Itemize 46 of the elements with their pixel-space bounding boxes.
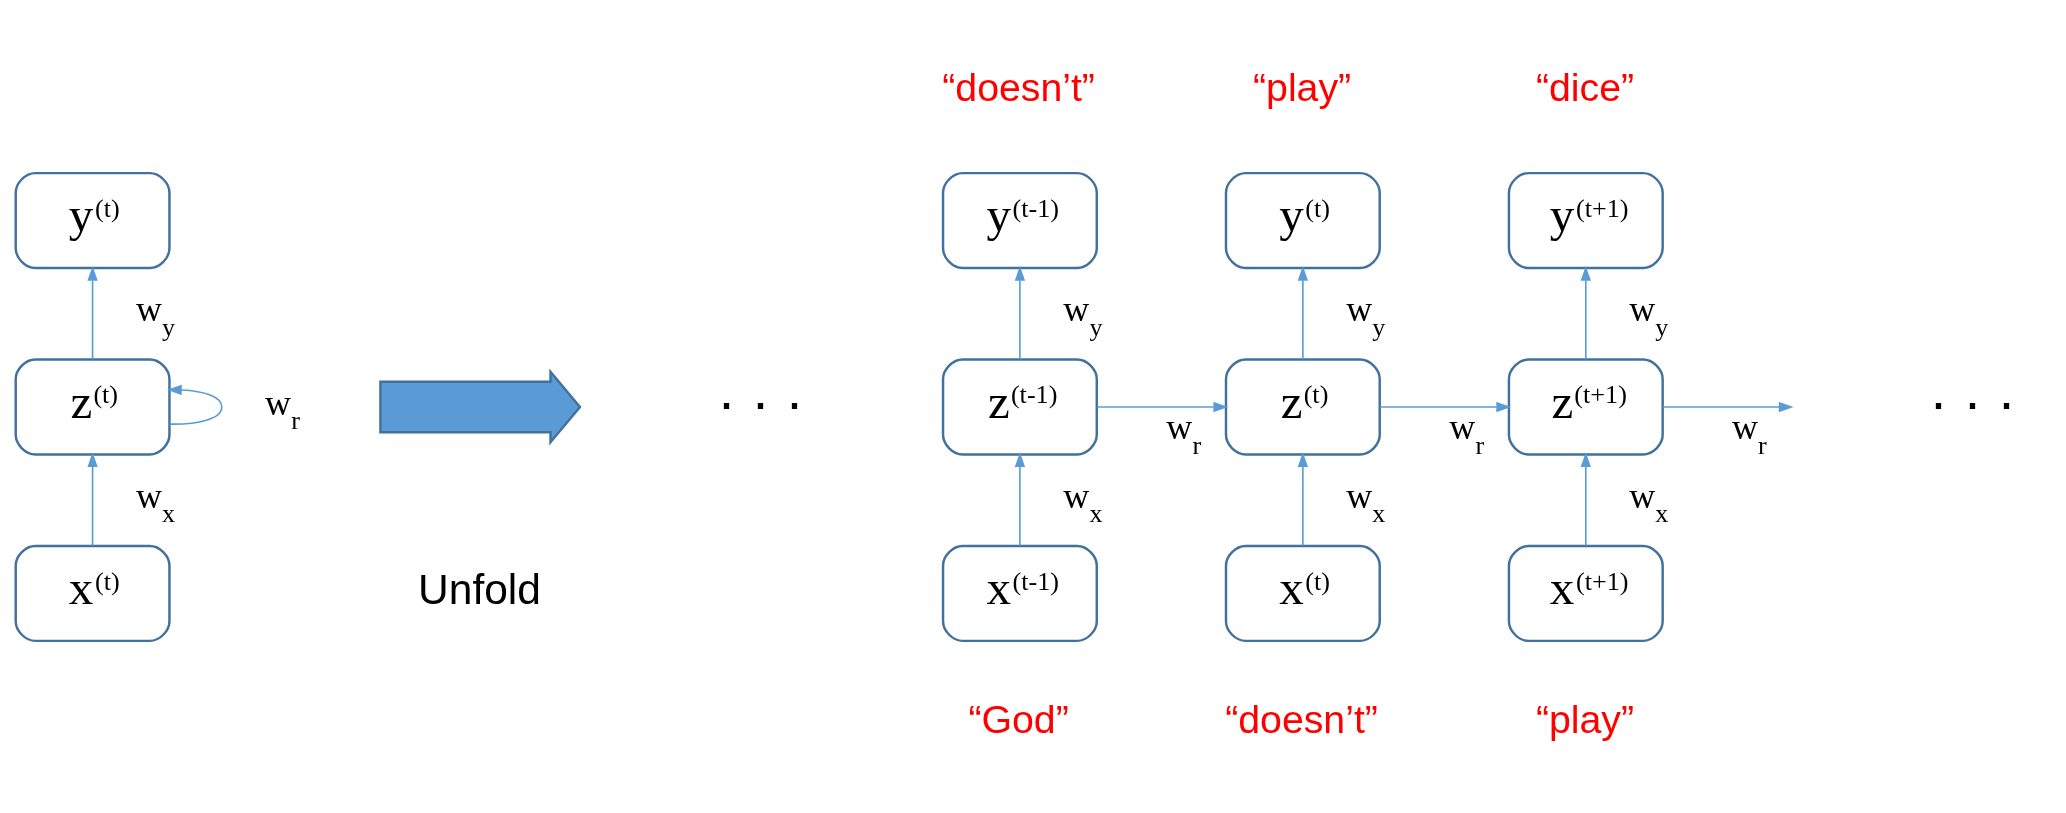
node-box: x$^{(t)}$ — [1224, 544, 1381, 642]
node-label: “dice” — [1535, 64, 1635, 109]
node-box: x$^{(t-1)}$ — [941, 544, 1098, 642]
node-label: “doesn’t” — [1225, 696, 1378, 741]
node-box: y$^{(t-1)}$ — [941, 171, 1098, 269]
node-arrow — [379, 367, 582, 446]
node-label: Unfold — [418, 565, 541, 613]
edge-label: w$_{y}$ — [1629, 288, 1669, 342]
node-label: “doesn’t” — [942, 64, 1095, 109]
node-label: “play” — [1535, 696, 1635, 741]
node-box: y$^{(t)}$ — [14, 171, 171, 269]
edge-label: w$_{r}$ — [1166, 406, 1202, 460]
arrow — [167, 384, 223, 425]
arrow — [1014, 265, 1026, 360]
arrow — [1580, 265, 1591, 360]
arrow — [1379, 401, 1512, 412]
node-box: z$^{(t-1)}$ — [941, 357, 1098, 456]
node-box: z$^{(t)}$ — [14, 357, 171, 456]
arrow — [87, 265, 98, 360]
node-box: z$^{(t+1)}$ — [1507, 357, 1664, 456]
edge-label: w$_{y}$ — [1346, 288, 1386, 342]
arrow — [1580, 451, 1591, 546]
node-box: x$^{(t)}$ — [14, 544, 171, 642]
node-label: “God” — [968, 696, 1069, 741]
edge-label: w$_{x}$ — [135, 475, 176, 528]
edge-label: w$_{x}$ — [1629, 475, 1669, 528]
edge-label: w$_{r}$ — [265, 382, 301, 435]
label: · · · — [1929, 370, 2016, 433]
node-label: “play” — [1252, 64, 1352, 109]
edge-label: w$_{x}$ — [1346, 475, 1386, 528]
arrow — [1297, 451, 1309, 546]
edge-label: w$_{y}$ — [135, 288, 176, 342]
edge-label: w$_{x}$ — [1063, 475, 1103, 528]
arrow — [1662, 401, 1794, 412]
arrow — [87, 451, 98, 546]
node-box: y$^{(t)}$ — [1224, 171, 1381, 269]
node-box: x$^{(t+1)}$ — [1507, 544, 1664, 642]
arrow — [1014, 451, 1026, 546]
label: · · · — [717, 370, 804, 433]
edge-label: w$_{r}$ — [1449, 406, 1485, 460]
edge-label: w$_{y}$ — [1063, 288, 1103, 342]
arrow — [1096, 401, 1229, 412]
arrow — [1297, 265, 1309, 360]
node-box: z$^{(t)}$ — [1224, 357, 1381, 456]
node-box: y$^{(t+1)}$ — [1507, 171, 1664, 269]
edge-label: w$_{r}$ — [1731, 406, 1767, 460]
